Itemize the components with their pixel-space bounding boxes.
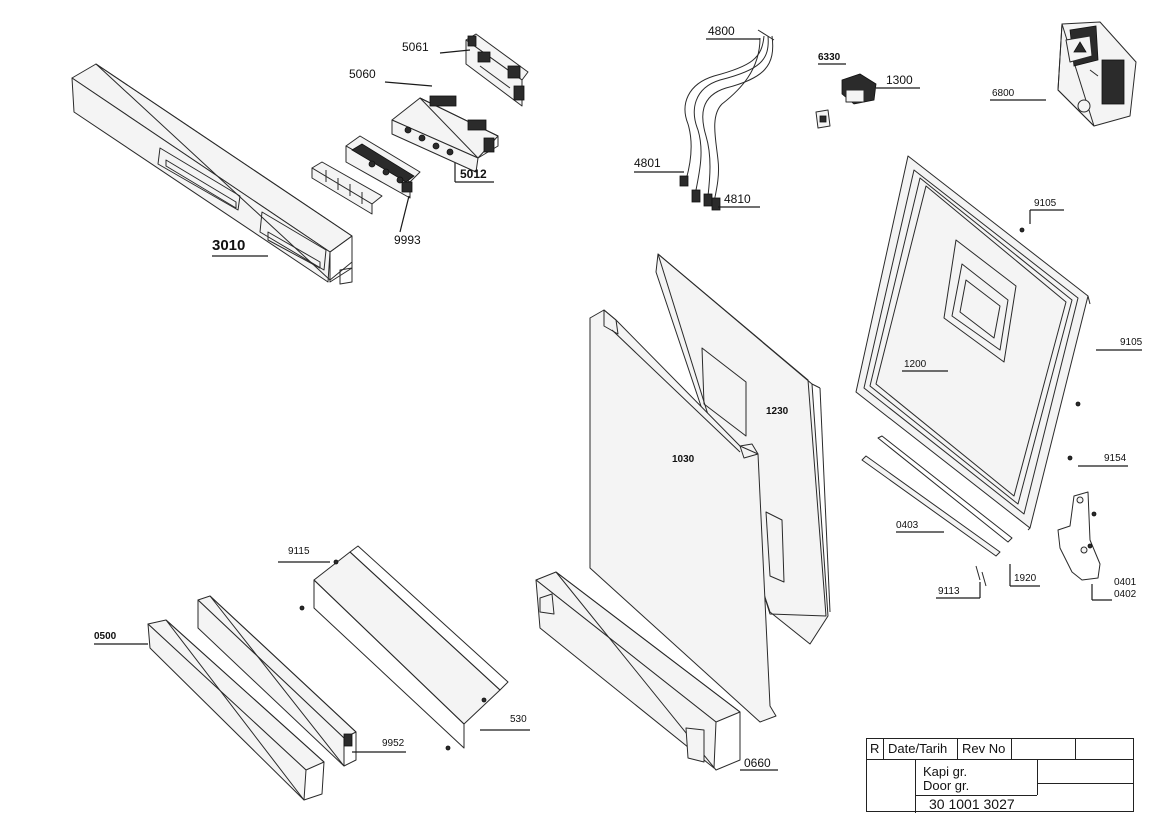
switch-holder-6330: [815, 109, 831, 129]
plinth-piece-9952: [197, 595, 357, 767]
plinth-cover-0500: [147, 619, 325, 801]
leader-5061: [439, 49, 471, 54]
strip-0403: [861, 455, 1001, 557]
title-block-name-tr: Kapi gr.: [923, 764, 968, 779]
board-bracket-5061: [465, 33, 529, 107]
detergent-dispenser-6800: [1057, 21, 1137, 127]
title-block-date-header: Date/Tarih: [888, 741, 948, 756]
label-9105-top: 9105: [1034, 198, 1057, 209]
label-4810: 4810: [724, 192, 751, 206]
hinge-0401-0402: [1057, 491, 1101, 581]
label-9115: 9115: [288, 546, 310, 557]
title-block: R Date/Tarih Rev No Kapi gr. Door gr. 30…: [866, 738, 1134, 813]
outer-door-1030: [589, 309, 785, 723]
button-cover-9993: [311, 161, 383, 215]
plinth-0660: [535, 571, 741, 771]
label-9993: 9993: [394, 233, 421, 247]
title-block-r-header: R: [870, 741, 880, 756]
door-switch-1300: [841, 73, 884, 105]
label-5012: 5012: [460, 167, 487, 181]
gasket-1920: [877, 435, 1013, 543]
label-9952: 9952: [382, 738, 405, 749]
label-1920: 1920: [1014, 573, 1037, 584]
label-0403: 0403: [896, 520, 919, 531]
screws-9113: [975, 565, 987, 587]
label-9154: 9154: [1104, 453, 1127, 464]
label-5060: 5060: [349, 67, 376, 81]
control-board-5060: [391, 95, 499, 173]
display-card-5012: [345, 135, 421, 199]
title-block-name-en: Door gr.: [923, 778, 970, 793]
label-1030: 1030: [672, 454, 695, 465]
plinth-bracket-530: [299, 545, 509, 751]
label-3010: 3010: [212, 237, 246, 254]
label-4800: 4800: [708, 24, 735, 38]
label-1230: 1230: [766, 406, 789, 417]
label-0660: 0660: [744, 756, 771, 770]
label-530: 530: [510, 714, 527, 725]
title-block-doc-number: 30 1001 3027: [929, 796, 1015, 812]
cable-harness-4800: [679, 29, 775, 211]
leader-9993: [399, 195, 410, 233]
label-0402: 0402: [1114, 589, 1137, 600]
label-6330: 6330: [818, 52, 841, 63]
title-block-rev-header: Rev No: [962, 741, 1006, 756]
label-6800: 6800: [992, 88, 1015, 99]
control-panel-3010: [71, 63, 353, 285]
label-1200: 1200: [904, 359, 927, 370]
label-5061: 5061: [402, 40, 429, 54]
label-9105-right: 9105: [1120, 337, 1143, 348]
label-4801: 4801: [634, 156, 661, 170]
label-9113: 9113: [938, 586, 960, 597]
label-0401: 0401: [1114, 577, 1137, 588]
leader-5060: [384, 81, 433, 87]
label-0500: 0500: [94, 631, 117, 642]
label-1300: 1300: [886, 73, 913, 87]
inner-door-1200: [855, 155, 1091, 531]
